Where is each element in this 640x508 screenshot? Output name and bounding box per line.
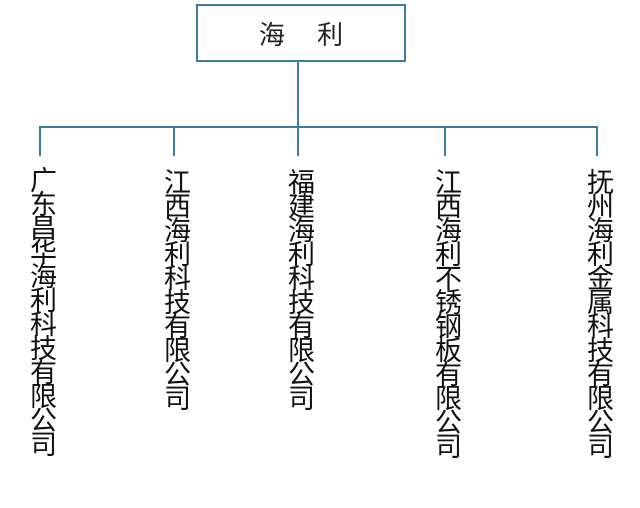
trunk-connector	[297, 62, 299, 127]
drop-connector-1	[39, 126, 41, 156]
drop-connector-5	[596, 126, 598, 156]
horizontal-bus	[39, 126, 598, 128]
child-node-5: 抚州海利金属科技有限公司	[582, 168, 613, 456]
child-node-4: 江西海利不锈钢板有限公司	[430, 168, 461, 456]
child-node-1: 广东昌华海利科技有限公司	[25, 166, 56, 454]
drop-connector-2	[173, 126, 175, 156]
child-node-2: 江西海利科技有限公司	[159, 168, 190, 408]
drop-connector-4	[444, 126, 446, 156]
root-node: 海 利	[196, 4, 406, 62]
root-node-label: 海 利	[258, 20, 356, 51]
child-node-3: 福建海利科技有限公司	[283, 168, 314, 408]
drop-connector-3	[297, 126, 299, 156]
